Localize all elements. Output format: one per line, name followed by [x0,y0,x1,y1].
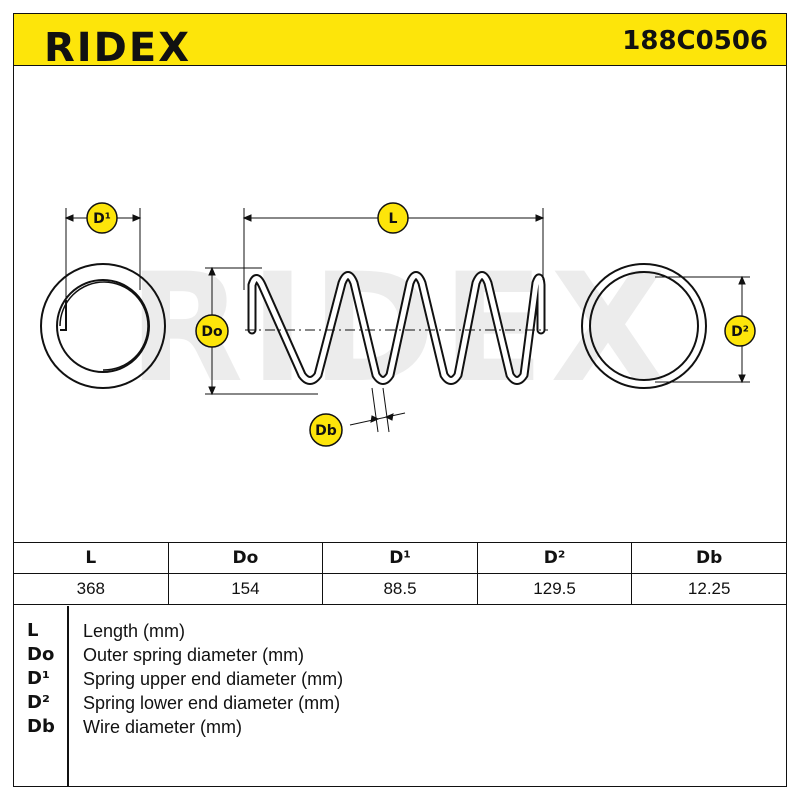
l-dimension [242,208,545,290]
coil-spring-inner [249,273,544,383]
legend-key: Do [27,644,55,665]
spec-value-db: 12.25 [631,573,787,605]
spring-diagram: RIDEX D¹ L [40,202,756,447]
spec-header-do: Do [167,542,324,574]
db-badge-label: Db [315,423,337,439]
spec-header-d1: D¹ [322,542,478,574]
legend-key: D¹ [27,668,50,689]
spec-value-l: 368 [13,573,169,605]
legend-desc: Outer spring diameter (mm) [83,645,305,665]
legend-key: L [27,620,39,641]
spec-header-row: L Do D¹ D² Db [13,542,787,574]
spec-value-d2: 129.5 [476,573,633,605]
l-badge-label: L [389,211,398,227]
do-badge: Do [195,314,229,348]
db-dimension [349,387,406,433]
legend-desc: Wire diameter (mm) [83,717,243,737]
l-badge: L [377,202,409,234]
lower-end-view [581,263,707,389]
legend-divider [67,606,69,787]
spec-table: L Do D¹ D² Db 368 154 88.5 129.5 12.25 [13,542,787,605]
legend: L Length (mm) Do Outer spring diameter (… [13,606,787,787]
db-badge: Db [309,413,343,447]
legend-desc: Spring lower end diameter (mm) [83,693,341,713]
d2-badge-label: D² [731,324,749,340]
legend-key: D² [27,692,50,713]
spec-value-d1: 88.5 [322,573,478,605]
legend-desc: Length (mm) [83,621,186,641]
legend-key: Db [27,716,55,737]
spec-value-row: 368 154 88.5 129.5 12.25 [13,573,787,605]
brand-logo: RIDEX [44,25,192,71]
part-number: 188C0506 [622,26,768,56]
header-bar: RIDEX 188C0506 [13,13,787,71]
d2-badge: D² [724,315,756,347]
do-badge-label: Do [201,324,223,340]
upper-end-view [40,263,166,389]
d1-badge: D¹ [86,202,118,234]
spec-header-d2: D² [476,542,633,574]
legend-desc: Spring upper end diameter (mm) [83,669,344,689]
spec-header-l: L [13,542,169,574]
spec-value-do: 154 [167,573,324,605]
spec-header-db: Db [631,542,787,574]
d1-badge-label: D¹ [93,211,111,227]
